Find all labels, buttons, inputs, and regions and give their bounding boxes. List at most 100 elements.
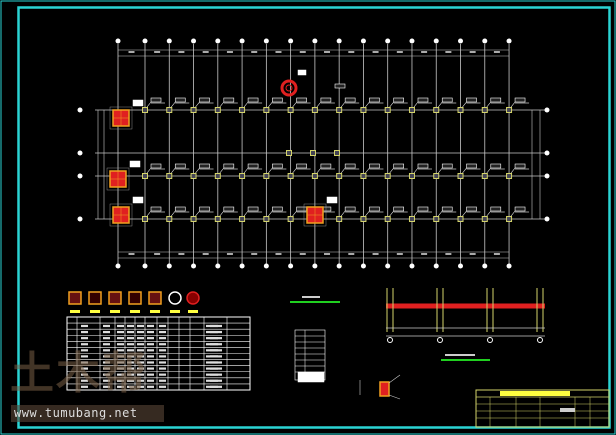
section-legend-icon <box>168 291 182 305</box>
axis-bubble <box>506 38 512 44</box>
column-label <box>174 97 186 103</box>
foundation-tag <box>129 160 141 168</box>
table-cell-text <box>117 349 124 352</box>
column-label <box>199 206 210 212</box>
table-cell-text <box>159 324 166 328</box>
column-label <box>320 97 332 103</box>
table-cell-text <box>127 330 134 334</box>
column-label <box>466 206 477 212</box>
axis-bubble <box>191 38 197 44</box>
column-marker <box>263 216 270 222</box>
column-marker <box>263 107 270 113</box>
column-marker <box>481 173 488 179</box>
column-label <box>296 97 307 103</box>
dimension-text <box>202 51 209 53</box>
dimension-box <box>109 203 133 227</box>
table-cell-text <box>137 367 144 370</box>
leader-line <box>510 101 516 108</box>
column-marker <box>263 173 270 179</box>
column-marker <box>334 150 340 156</box>
table-cell-text <box>127 355 134 358</box>
table-cell-text <box>103 337 110 340</box>
table-cell-text <box>137 355 144 358</box>
column-marker <box>360 173 367 179</box>
axis-bubble <box>385 38 391 44</box>
foundation-tag <box>132 99 144 107</box>
axis-bubble <box>458 263 464 269</box>
table-cell-text <box>210 361 222 364</box>
table-cell-text <box>210 337 222 340</box>
leader-line <box>171 210 176 217</box>
leader-line <box>389 167 394 174</box>
table-cell-text <box>147 337 154 340</box>
dimension-text <box>202 253 209 255</box>
column-marker <box>214 216 221 222</box>
table-cell-text <box>127 324 134 328</box>
leader-line <box>219 167 225 174</box>
table-cell-text <box>127 349 134 352</box>
column-marker <box>506 107 513 113</box>
column-marker <box>433 107 440 113</box>
column-label <box>344 97 356 103</box>
foundation-tag <box>297 69 307 76</box>
table-cell-text <box>159 330 166 334</box>
leader-line <box>171 101 176 108</box>
table-cell-text <box>103 373 110 376</box>
section-legend-icon <box>128 291 142 305</box>
column-label <box>393 163 405 169</box>
axis-bubble <box>437 337 443 343</box>
legend-label <box>130 310 140 313</box>
table-cell-text <box>210 343 222 346</box>
axis-bubble <box>360 263 366 269</box>
dimension-text <box>128 51 135 53</box>
leader-line <box>146 101 152 108</box>
column-marker <box>214 107 221 113</box>
axis-bubble <box>433 263 439 269</box>
title-block <box>475 389 610 428</box>
column-label <box>150 163 162 169</box>
table-cell-text <box>117 385 124 388</box>
leader-line <box>340 167 346 174</box>
table-cell-text <box>81 330 88 334</box>
table-cell-text <box>117 330 124 334</box>
table-cell-text <box>103 349 110 352</box>
table-cell-text <box>159 337 166 340</box>
column-marker <box>166 216 173 222</box>
table-cell-text <box>210 379 222 382</box>
dimension-text <box>469 51 476 53</box>
leader-line <box>340 210 346 217</box>
column-label <box>369 163 380 169</box>
axis-bubble <box>385 263 391 269</box>
axis-bubble <box>115 38 121 44</box>
table-cell-text <box>159 343 166 346</box>
dimension-box <box>109 106 133 130</box>
table-cell-text <box>210 324 222 328</box>
leader-line <box>438 101 443 108</box>
dimension-text <box>348 253 355 255</box>
legend-label <box>170 310 180 313</box>
column-label <box>514 97 526 103</box>
leader-line <box>316 167 322 174</box>
table-cell-text <box>159 385 166 388</box>
leader-line <box>268 167 273 174</box>
dimension-text <box>445 253 452 255</box>
table-cell-text <box>210 385 222 388</box>
column-label <box>441 206 453 212</box>
column-marker <box>142 216 148 222</box>
table-cell-text <box>147 324 154 328</box>
axis-bubble <box>239 263 245 269</box>
column-marker <box>433 173 440 179</box>
column-marker <box>433 216 440 222</box>
table-cell-text <box>117 324 124 328</box>
column-label <box>441 163 453 169</box>
table-cell-text <box>81 349 88 352</box>
leader-line <box>243 210 249 217</box>
column-marker <box>311 173 318 179</box>
column-label <box>369 97 380 103</box>
table-cell-text <box>81 324 88 328</box>
axis-bubble <box>263 263 269 269</box>
table-cell-text <box>137 349 144 352</box>
